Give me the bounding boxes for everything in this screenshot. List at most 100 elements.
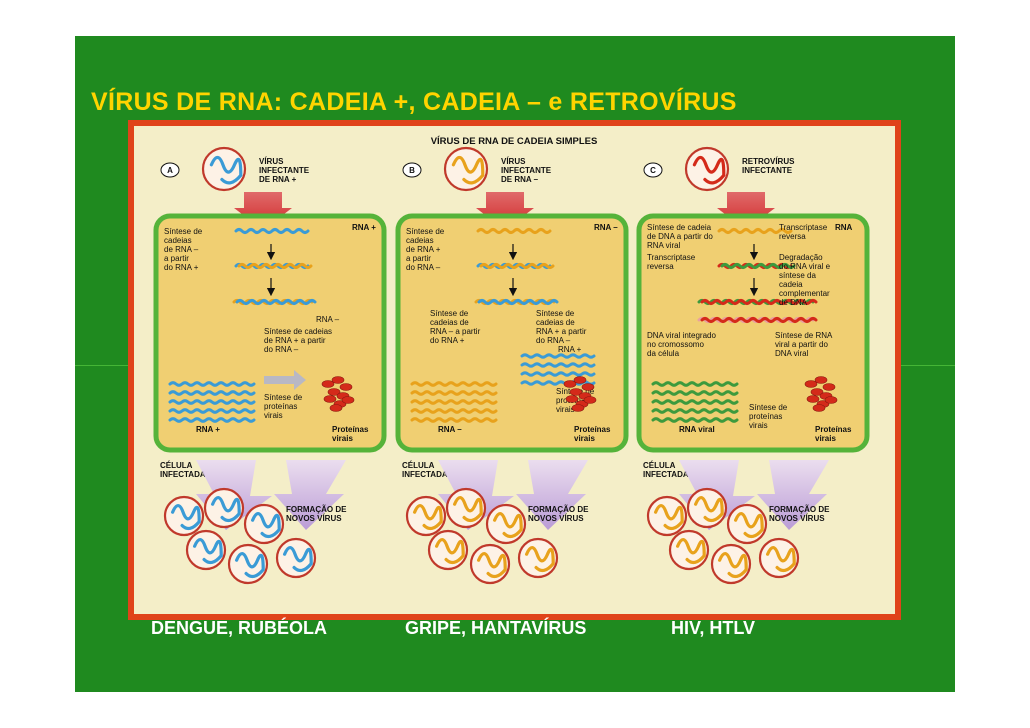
- progeny-strand: [410, 390, 498, 396]
- protein-blob: [565, 395, 579, 403]
- viral-genome: [283, 546, 313, 573]
- new-virus: [646, 495, 688, 537]
- viral-genome: [209, 155, 243, 185]
- viral-genome: [734, 512, 764, 539]
- release-arrow-2: [274, 460, 346, 530]
- bottom-strand-label: RNA viral: [679, 425, 715, 434]
- viral-genome: [676, 538, 706, 565]
- rna-duplex: [234, 263, 313, 269]
- new-virus: [275, 537, 317, 579]
- new-virus: [686, 487, 728, 529]
- infection-arrow: [476, 192, 534, 230]
- protein-blob: [323, 395, 337, 403]
- integrated-dna: [697, 317, 818, 323]
- viral-genome: [451, 155, 485, 185]
- panel-letter-badge: [402, 162, 422, 178]
- infecting-virus: [201, 146, 247, 192]
- protein-blob: [327, 388, 341, 396]
- panel-letter-badge: [160, 162, 180, 178]
- infection-arrow: [717, 192, 775, 230]
- viral-genome: [171, 504, 201, 531]
- helix-strand-b: [700, 317, 818, 323]
- viral-genome: [766, 546, 796, 573]
- step-label-4: RNA +: [558, 345, 582, 354]
- protein-blob: [822, 383, 836, 391]
- bottom-strand-label: RNA –: [438, 425, 462, 434]
- infection-arrow: [234, 192, 292, 230]
- viral-genome: [211, 496, 241, 523]
- viral-genome: [692, 155, 726, 185]
- new-virus: [405, 495, 447, 537]
- rna-plus-strand: [520, 353, 596, 359]
- host-cell: [395, 213, 629, 453]
- protein-blob: [569, 388, 583, 396]
- slide: VÍRUS DE RNA: CADEIA +, CADEIA – e RETRO…: [75, 36, 955, 692]
- rna-plus-strand: [520, 362, 596, 368]
- rna-duplex-2: [474, 299, 559, 305]
- progeny-strand: [168, 408, 256, 414]
- dna-duplex: [697, 299, 818, 305]
- rna-duplex: [476, 263, 555, 269]
- protein-blob: [339, 383, 353, 391]
- examples-retrovirus: HIV, HTLV: [671, 618, 756, 638]
- new-virus: [758, 537, 800, 579]
- new-virus: [469, 543, 511, 585]
- viral-genome: [251, 512, 281, 539]
- viral-proteins: [804, 376, 838, 412]
- viral-proteins: [321, 376, 355, 412]
- progeny-strand: [410, 408, 498, 414]
- viral-genome: [493, 512, 523, 539]
- helix-strand-b: [720, 263, 796, 269]
- translation-arrow: [264, 370, 306, 390]
- progeny-strand: [410, 399, 498, 405]
- protein-blob: [563, 380, 577, 388]
- new-virus: [243, 503, 285, 545]
- progeny-strand: [168, 417, 256, 423]
- protein-blob: [812, 404, 826, 412]
- viral-genome: [193, 538, 223, 565]
- helix-strand-b: [235, 299, 317, 305]
- viral-genome: [453, 496, 483, 523]
- viral-genome: [413, 504, 443, 531]
- protein-blob: [341, 396, 355, 404]
- progeny-strand: [651, 408, 739, 414]
- panel-letter: A: [167, 166, 173, 175]
- infecting-virus: [684, 146, 730, 192]
- protein-blob: [814, 376, 828, 384]
- rna-duplex-2: [232, 299, 317, 305]
- rna-dna-hybrid: [717, 263, 796, 269]
- helix-strand-b: [237, 263, 313, 269]
- viral-genome: [235, 552, 265, 579]
- helix-strand-b: [477, 299, 559, 305]
- protein-blob: [329, 404, 343, 412]
- genome-label: RNA: [835, 223, 853, 232]
- progeny-strand: [168, 381, 256, 387]
- new-virus: [185, 529, 227, 571]
- viral-genome: [525, 546, 555, 573]
- progeny-strand: [651, 381, 739, 387]
- genome-label: RNA +: [352, 223, 376, 232]
- viral-genome: [694, 496, 724, 523]
